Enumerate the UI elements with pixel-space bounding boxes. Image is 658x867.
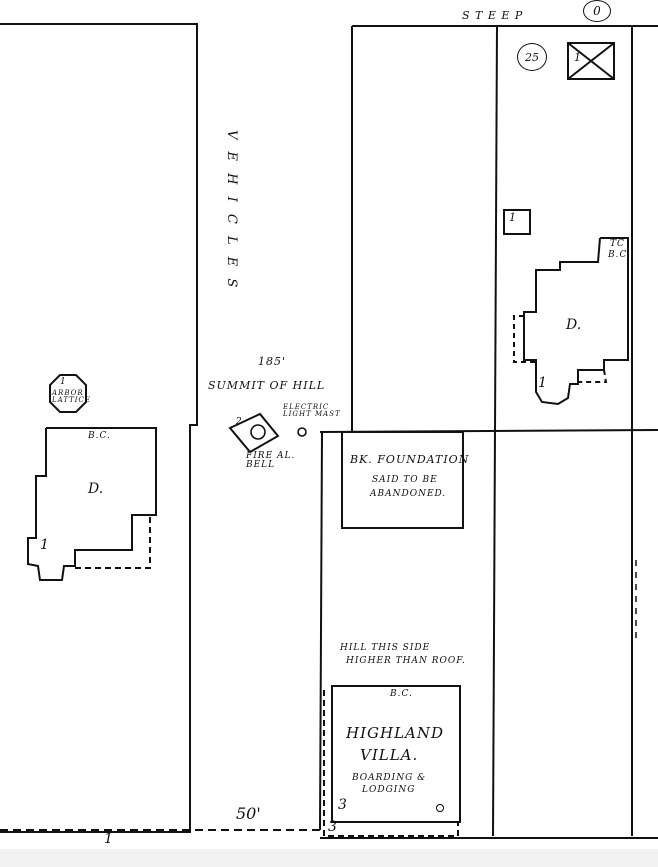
- bottom-bar: [0, 849, 658, 867]
- villa-use-line1: BOARDING &: [352, 773, 427, 783]
- summit-elevation: 185': [258, 355, 287, 368]
- left-bottom-mark: 1: [104, 831, 113, 847]
- arbor-label: ARBOR LATTICE: [52, 389, 92, 404]
- outbuilding-crossed: [567, 42, 615, 80]
- left-dwelling-outline: [27, 427, 157, 581]
- arbor-octagon: [49, 374, 87, 413]
- foundation-outline: [341, 431, 464, 529]
- villa-circle-marker: [436, 804, 444, 812]
- shed-story: 1: [509, 211, 517, 224]
- villa-name-line2: VILLA.: [360, 746, 419, 764]
- right-dwelling-outline: [523, 237, 629, 406]
- electric-mast-label: ELECTRIC LIGHT MAST: [283, 403, 341, 418]
- right-dwelling-label: D.: [566, 317, 582, 333]
- block-marker: 0: [583, 0, 611, 22]
- hill-note-line1: HILL THIS SIDE: [340, 643, 431, 653]
- left-dwelling-label: D.: [88, 481, 104, 497]
- block-number: 25: [517, 43, 547, 71]
- foundation-line1: SAID TO BE: [372, 475, 438, 485]
- foundation-title: BK. FOUNDATION: [350, 453, 470, 466]
- villa-use-line2: LODGING: [362, 785, 416, 795]
- villa-porch-story: 3: [328, 819, 337, 835]
- left-block-outline: [0, 23, 198, 833]
- street-width-label: 50': [236, 804, 261, 823]
- right-story-count: 1: [538, 375, 547, 391]
- street-name: S T E E P: [462, 9, 524, 22]
- hill-note-line2: HIGHER THAN ROOF.: [346, 656, 466, 666]
- foundation-line2: ABANDONED.: [370, 489, 447, 499]
- fire-bell-box: [228, 412, 280, 454]
- villa-story-count: 3: [338, 797, 347, 813]
- arbor-story: 1: [60, 377, 67, 387]
- summit-label: SUMMIT OF HILL: [208, 379, 326, 392]
- right-tc-label: TC: [610, 239, 625, 249]
- left-bc-label: B.C.: [88, 431, 111, 441]
- fire-bell-label: FIRE AL. BELL: [246, 451, 296, 470]
- outbuilding-story: 1: [574, 51, 582, 64]
- fire-bell-story: 2: [236, 417, 243, 427]
- villa-name-line1: HIGHLAND: [346, 724, 445, 742]
- villa-bc-label: B.C.: [390, 689, 413, 699]
- highland-villa-outline: [331, 685, 461, 823]
- left-story-count: 1: [40, 537, 49, 553]
- electric-mast-circle: [297, 427, 307, 437]
- small-shed: [503, 209, 531, 235]
- right-bc-label: B.C.: [608, 250, 631, 260]
- vehicles-label: V E H I C L E S: [224, 130, 239, 292]
